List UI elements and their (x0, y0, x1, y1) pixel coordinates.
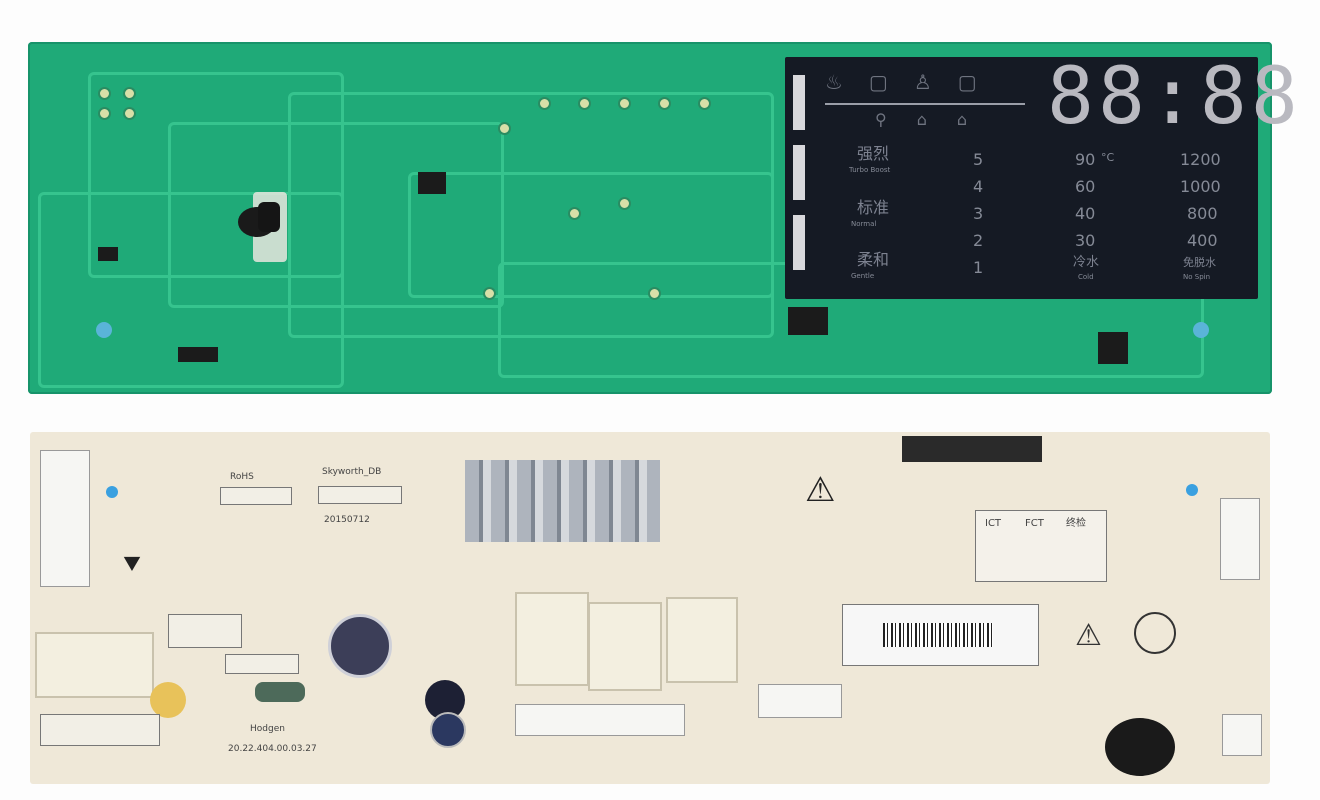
capacitor (430, 712, 466, 748)
fiducial-left (96, 322, 112, 338)
test-final: 终检 (1066, 518, 1086, 529)
level-1: 1 (973, 258, 984, 277)
header-connector (902, 436, 1042, 462)
maker-label: Hodgen (250, 724, 285, 734)
buzzer (1105, 718, 1175, 776)
relay (515, 592, 589, 686)
power-board-beige: RoHS Skyworth_DB 20150712 ⯆ ⚠ ICT FCT 终检… (30, 432, 1270, 784)
relay (588, 602, 662, 691)
indicator-bar (793, 215, 805, 270)
program-label: 强烈 (857, 144, 890, 163)
heatsink (465, 460, 660, 542)
connector (515, 704, 685, 736)
high-voltage-warning-icon: ⚠ (805, 470, 836, 510)
terminal-block (40, 714, 160, 746)
program-label: 柔和 (857, 250, 890, 269)
spin-800: 800 (1187, 204, 1218, 223)
temp-cold: 冷水 (1073, 255, 1100, 270)
connector (40, 450, 90, 587)
certification-mark-icon (1134, 612, 1176, 654)
temp-unit: °C (1101, 151, 1115, 164)
garment-icons: ♨▢♙▢ (825, 70, 1003, 94)
connector (1220, 498, 1260, 580)
test-fct: FCT (1025, 518, 1044, 529)
relay (666, 597, 738, 683)
program-label-en: Turbo Boost (849, 166, 891, 174)
warning-icon: ⚠ (1075, 618, 1102, 653)
relay (35, 632, 154, 698)
capacitor-yellow (150, 682, 186, 718)
capacitor (328, 614, 392, 678)
spin-none: 免脱水 (1183, 256, 1216, 269)
test-stamp-box (975, 510, 1107, 582)
spin-none-en: No Spin (1183, 273, 1211, 281)
indicator-bar (793, 75, 805, 130)
program-label-en: Gentle (851, 272, 875, 280)
temp-cold-en: Cold (1078, 273, 1094, 281)
test-ict: ICT (985, 518, 1002, 529)
seven-segment-digits: 88:88 (1047, 52, 1302, 142)
brand-logo-icon: ⯆ (120, 548, 144, 583)
temp-30: 30 (1075, 231, 1096, 250)
temp-60: 60 (1075, 177, 1096, 196)
spin-1200: 1200 (1180, 150, 1221, 169)
temp-40: 40 (1075, 204, 1096, 223)
date-label: 20150712 (324, 515, 370, 525)
rohs-label: RoHS (230, 472, 254, 482)
part-number: 20.22.404.00.03.27 (228, 744, 317, 754)
spin-400: 400 (1187, 231, 1218, 250)
connector (758, 684, 842, 718)
lcd-display: ♨▢♙▢ ⚲⌂⌂ 88:88 强烈 Turbo Boost 标准 Normal … (785, 57, 1298, 299)
fiducial-right (1193, 322, 1209, 338)
status-icons: ⚲⌂⌂ (875, 110, 998, 129)
indicator-bar (793, 145, 805, 200)
divider (825, 103, 1025, 105)
temp-90: 90 (1075, 150, 1096, 169)
program-label-en: Normal (851, 220, 877, 228)
brand-label: Skyworth_DB (322, 467, 382, 477)
level-4: 4 (973, 177, 984, 196)
barcode-label (842, 604, 1039, 666)
fiducial-right (1186, 484, 1198, 496)
level-3: 3 (973, 204, 984, 223)
component (168, 614, 242, 648)
spin-1000: 1000 (1180, 177, 1221, 196)
crystal (255, 682, 305, 702)
level-2: 2 (973, 231, 984, 250)
component (225, 654, 299, 674)
program-label: 标准 (857, 198, 890, 217)
level-5: 5 (973, 150, 984, 169)
fiducial-left (106, 486, 118, 498)
connector (1222, 714, 1262, 756)
